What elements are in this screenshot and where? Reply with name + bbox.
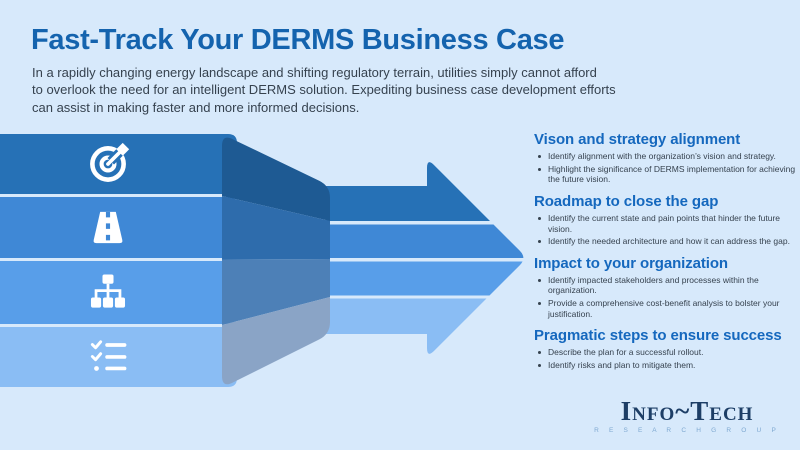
- section-vision-alignment: Vison and strategy alignment Identify al…: [534, 131, 800, 185]
- bullet-list: Identify the current state and pain poin…: [534, 213, 800, 247]
- sitemap-icon: [90, 274, 126, 308]
- band-row-1: [0, 134, 237, 194]
- subtitle-line: In a rapidly changing energy landscape a…: [32, 65, 597, 80]
- arrow-stripe-4: [326, 298, 524, 354]
- fold-segment-2: [222, 195, 330, 260]
- arrow-stripe-3: [326, 261, 524, 296]
- bullet-item: Identify the current state and pain poin…: [534, 213, 800, 234]
- section-heading: Roadmap to close the gap: [534, 192, 719, 210]
- section-impact: Impact to your organization Identify imp…: [534, 255, 800, 320]
- checklist-icon: [90, 340, 127, 371]
- subtitle-line: to overlook the need for an intelligent …: [32, 82, 616, 98]
- arrow-stripe-2: [326, 224, 524, 258]
- section-roadmap: Roadmap to close the gap Identify the cu…: [534, 193, 800, 247]
- fold-segment-1: [222, 137, 330, 222]
- band-row-3: [0, 261, 237, 324]
- funnel-fold: [222, 137, 330, 385]
- logo-wordmark: Info~Tech: [620, 396, 754, 426]
- bullet-item: Describe the plan for a successful rollo…: [534, 347, 800, 358]
- bullet-item: Identify impacted stakeholders and proce…: [534, 275, 800, 296]
- fold-segment-4: [222, 296, 330, 385]
- section-heading: Vison and strategy alignment: [534, 131, 741, 148]
- info-tech-logo: Info~Tech R E S E A R C H G R O U P: [594, 396, 780, 435]
- bullet-item: Identify risks and plan to mitigate them…: [534, 360, 800, 371]
- section-heading: Pragmatic steps to ensure success: [534, 327, 782, 345]
- page-title: Fast-Track Your DERMS Business Case: [31, 24, 565, 56]
- content-sections: Vison and strategy alignment Identify al…: [534, 131, 800, 379]
- bullseye-arrow-icon: [90, 142, 130, 182]
- road-icon: [93, 211, 123, 244]
- bullet-list: Identify alignment with the organization…: [534, 151, 800, 185]
- bullet-list: Describe the plan for a successful rollo…: [534, 347, 800, 370]
- arrow-stripe-1: [326, 162, 524, 221]
- arrow-shaft-and-head: [326, 162, 524, 354]
- bullet-item: Identify the needed architecture and how…: [534, 236, 800, 247]
- bullet-item: Provide a comprehensive cost-benefit ana…: [534, 298, 800, 319]
- logo-subtext: R E S E A R C H G R O U P: [594, 427, 780, 434]
- fold-segment-3: [222, 259, 330, 326]
- subtitle-line: can assist in making faster and more inf…: [32, 99, 360, 115]
- bullet-list: Identify impacted stakeholders and proce…: [534, 275, 800, 320]
- section-heading: Impact to your organization: [534, 254, 728, 272]
- page-subtitle: In a rapidly changing energy landscape a…: [32, 64, 616, 116]
- section-pragmatic-steps: Pragmatic steps to ensure success Descri…: [534, 327, 800, 370]
- bullet-item: Highlight the significance of DERMS impl…: [534, 164, 800, 185]
- bullet-item: Identify alignment with the organization…: [534, 151, 800, 162]
